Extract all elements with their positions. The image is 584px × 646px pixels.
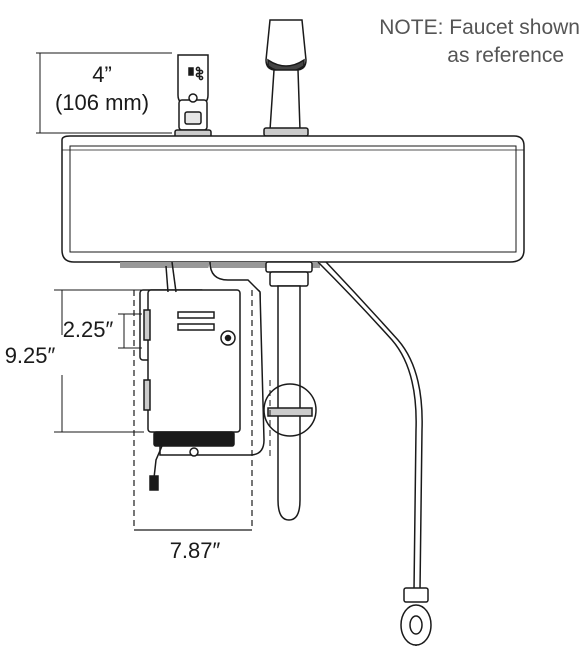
box-height-dimension bbox=[54, 289, 144, 433]
faucet-height-mm-label: (106 mm) bbox=[55, 90, 149, 115]
power-cord bbox=[149, 445, 163, 491]
bracket-height-dimension bbox=[118, 313, 142, 349]
box-height-label: 9.25″ bbox=[5, 343, 56, 368]
supply-valve bbox=[400, 587, 432, 646]
faucet-height-inch-label: 4” bbox=[92, 62, 112, 87]
sensor-faucet bbox=[174, 54, 212, 139]
drain-pipe bbox=[263, 261, 317, 521]
note-line-2: as reference bbox=[447, 44, 564, 67]
box-width-dimension bbox=[133, 290, 253, 531]
box-width-label: 7.87″ bbox=[170, 538, 221, 563]
bracket-height-label: 2.25″ bbox=[63, 317, 114, 342]
sink-basin bbox=[61, 135, 525, 268]
supply-hose bbox=[317, 261, 423, 591]
control-box bbox=[143, 261, 241, 457]
note-line-1: NOTE: Faucet shown bbox=[379, 16, 580, 39]
faucet-height-dimension bbox=[36, 52, 172, 134]
reference-faucet bbox=[263, 19, 309, 137]
